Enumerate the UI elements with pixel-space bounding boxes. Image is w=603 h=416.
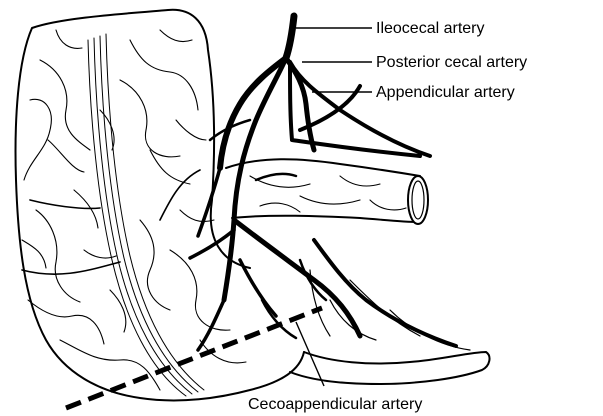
ileum [226, 159, 428, 224]
ileum-outline [226, 159, 420, 222]
taenia-band-3 [100, 36, 198, 392]
ileum-lumen [408, 176, 428, 224]
label-ileocecal-artery: Ileocecal artery [376, 20, 485, 37]
taenia-band-4 [106, 34, 204, 390]
label-posterior-cecal-artery: Posterior cecal artery [376, 54, 527, 71]
dashed-incision-line [66, 308, 322, 408]
label-appendicular-artery: Appendicular artery [376, 84, 515, 101]
label-cecoappendicular-artery: Cecoappendicular artery [248, 396, 422, 413]
vascular-arch [290, 62, 430, 156]
cecum [16, 10, 304, 401]
ileocecal-artery[interactable] [286, 16, 294, 58]
appendix-outline [290, 352, 489, 384]
appendix-recurrent-branch [314, 240, 456, 346]
